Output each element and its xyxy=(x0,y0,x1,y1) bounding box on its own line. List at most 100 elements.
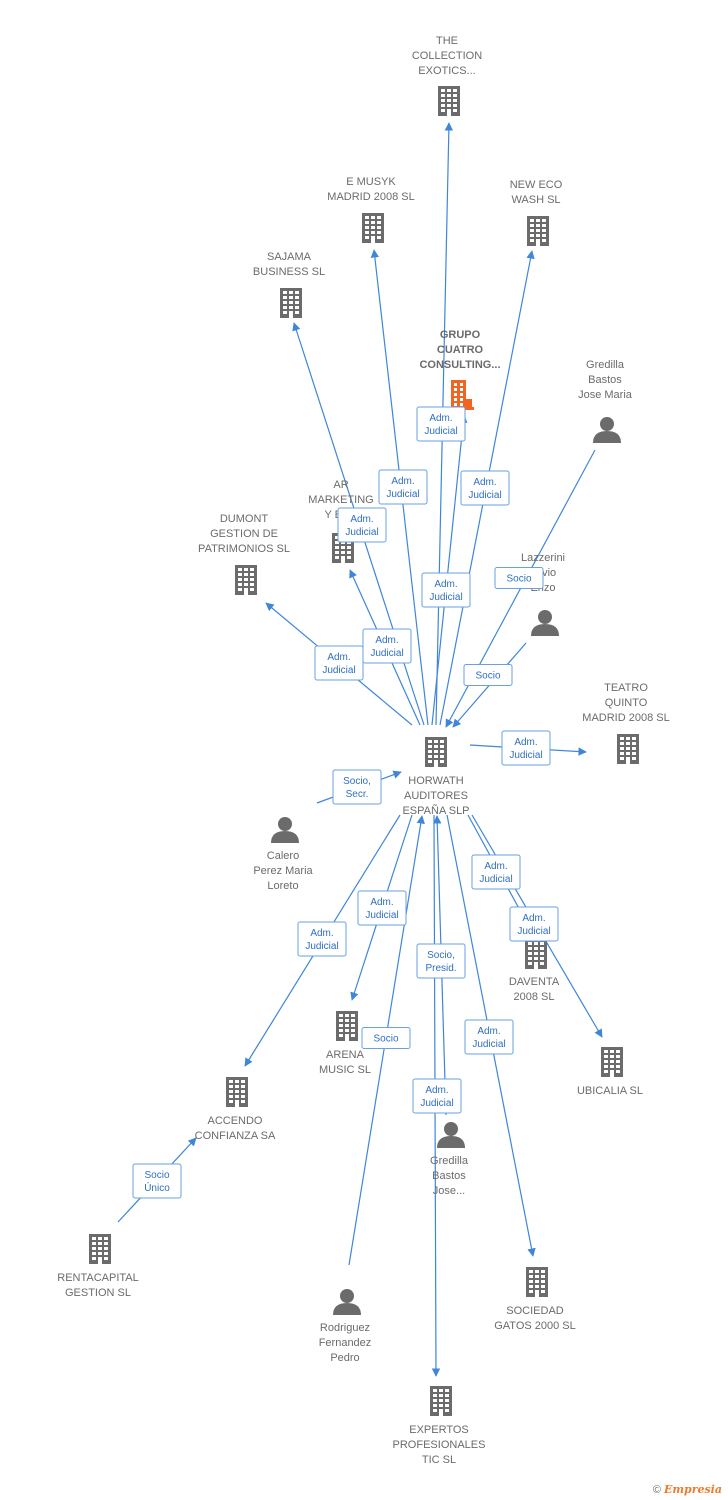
edge-label-box: Adm. Judicial xyxy=(362,628,412,664)
edge-label-text: Judicial xyxy=(365,910,398,921)
edge-label-frame xyxy=(332,769,382,805)
edge-label-text: Judicial xyxy=(517,926,550,937)
node-horwath[interactable]: HORWATH AUDITORES ESPAÑA SLP xyxy=(402,737,470,817)
brand-name: Empresia xyxy=(663,1483,722,1496)
node-lazzerini[interactable]: LazzeriniSilvioEnzo xyxy=(521,552,565,636)
node-grupo[interactable]: GRUPOCUATROCONSULTING... xyxy=(419,329,501,410)
edge-label-text: Secr. xyxy=(346,789,369,800)
building-icon xyxy=(425,737,447,767)
edge-label-box: Adm. Judicial xyxy=(357,890,407,926)
node-label: AR xyxy=(333,479,348,491)
edge-label-text: Judicial xyxy=(370,648,403,659)
node-label: GRUPO xyxy=(440,329,481,341)
node-gredilla2[interactable]: GredillaBastosJose... xyxy=(430,1122,469,1197)
edge-label-box: Adm.Judicial xyxy=(464,1019,514,1055)
node-ubicalia[interactable]: UBICALIA SL xyxy=(577,1047,643,1097)
edge-label-text: Adm. xyxy=(522,913,545,924)
edge-label-text: Adm. xyxy=(434,579,457,590)
node-teatro[interactable]: TEATRO QUINTO MADRID 2008 SL xyxy=(582,682,670,764)
edge-label-box: Adm.Judicial xyxy=(460,470,510,506)
node-label: QUINTO xyxy=(605,697,648,709)
building-icon xyxy=(280,288,302,318)
building-icon xyxy=(617,734,639,764)
edge-label-frame xyxy=(416,943,466,979)
edge-label-box: Adm. Judicial xyxy=(509,906,559,942)
node-label: MUSIC SL xyxy=(319,1064,371,1076)
node-label: CONFIANZA SA xyxy=(195,1130,276,1142)
edge-label-text: Socio xyxy=(475,671,500,682)
edge-label-box: Adm.Judicial xyxy=(416,406,466,442)
edge-label-text: Presid. xyxy=(425,963,456,974)
node-collection[interactable]: THECOLLECTIONEXOTICS... xyxy=(412,35,482,116)
edge-label-frame xyxy=(509,906,559,942)
edge-labels-layer: Adm.JudicialAdm.JudicialAdm.JudicialAdm.… xyxy=(132,406,559,1199)
edge-label-frame xyxy=(297,921,347,957)
node-label: EXPERTOS xyxy=(409,1424,469,1436)
nodes-layer: HORWATH AUDITORES ESPAÑA SLP THECOLLECTIONE… xyxy=(57,35,669,1466)
edge-label-text: Adm. xyxy=(370,897,393,908)
edge-label-frame xyxy=(494,567,544,589)
node-label: ESPAÑA SLP xyxy=(402,804,469,817)
edge-arrow xyxy=(431,414,468,726)
edge-label-box: Adm.Judicial xyxy=(378,469,428,505)
edge-label-frame xyxy=(361,1027,411,1049)
edge-label-box: Adm.Judicial xyxy=(314,645,364,681)
edge-label-frame xyxy=(460,470,510,506)
building-icon xyxy=(525,939,547,969)
node-label: AUDITORES xyxy=(404,790,468,802)
edge-label-frame xyxy=(357,890,407,926)
edge-label-text: Adm. xyxy=(350,514,373,525)
node-label: Gredilla xyxy=(586,359,625,371)
node-label: COLLECTION xyxy=(412,50,482,62)
edge-label-frame xyxy=(421,572,471,608)
edge-label-frame xyxy=(132,1163,182,1199)
person-icon xyxy=(593,417,621,443)
node-label: TEATRO xyxy=(604,682,648,694)
edge-label-text: Judicial xyxy=(345,527,378,538)
edge-label-text: Socio, xyxy=(343,776,371,787)
node-label: DUMONT xyxy=(220,513,269,525)
edge-label-box: Adm.Judicial xyxy=(421,572,471,608)
edge-label-text: Judicial xyxy=(322,665,355,676)
edge-label-box: Adm. Judicial xyxy=(337,507,387,543)
node-label: CONSULTING... xyxy=(419,359,500,371)
node-label: Bastos xyxy=(432,1170,466,1182)
node-label: Jose... xyxy=(433,1185,465,1197)
edge-label-text: Adm. xyxy=(375,635,398,646)
edge-label-box: Adm.Judicial xyxy=(297,921,347,957)
edge-label-text: Único xyxy=(144,1181,170,1194)
edge-label-text: Socio xyxy=(144,1170,169,1181)
node-label: ARENA xyxy=(326,1049,365,1061)
footer-brand[interactable]: © Empresia xyxy=(653,1483,722,1496)
copyright-symbol: © xyxy=(652,1484,661,1496)
node-label: 2008 SL xyxy=(514,991,555,1003)
edge-label-box: Adm.Judicial xyxy=(501,730,551,766)
node-label: MADRID 2008 SL xyxy=(582,712,669,724)
building-icon xyxy=(430,1386,452,1416)
edge-label-text: Socio, xyxy=(427,950,455,961)
edge-label-frame xyxy=(501,730,551,766)
edge-label-text: Adm. xyxy=(473,477,496,488)
edge-label-frame xyxy=(463,664,513,686)
building-icon xyxy=(226,1077,248,1107)
node-label: HORWATH xyxy=(408,775,463,787)
node-label: SAJAMA xyxy=(267,251,312,263)
edge-label-text: Adm. xyxy=(425,1085,448,1096)
building-icon xyxy=(235,565,257,595)
edge-label-box: Socio, Presid. xyxy=(416,943,466,979)
node-label: Pedro xyxy=(330,1352,359,1364)
node-label: Gredilla xyxy=(430,1155,469,1167)
node-arena[interactable]: ARENA MUSIC SL xyxy=(319,1011,371,1076)
